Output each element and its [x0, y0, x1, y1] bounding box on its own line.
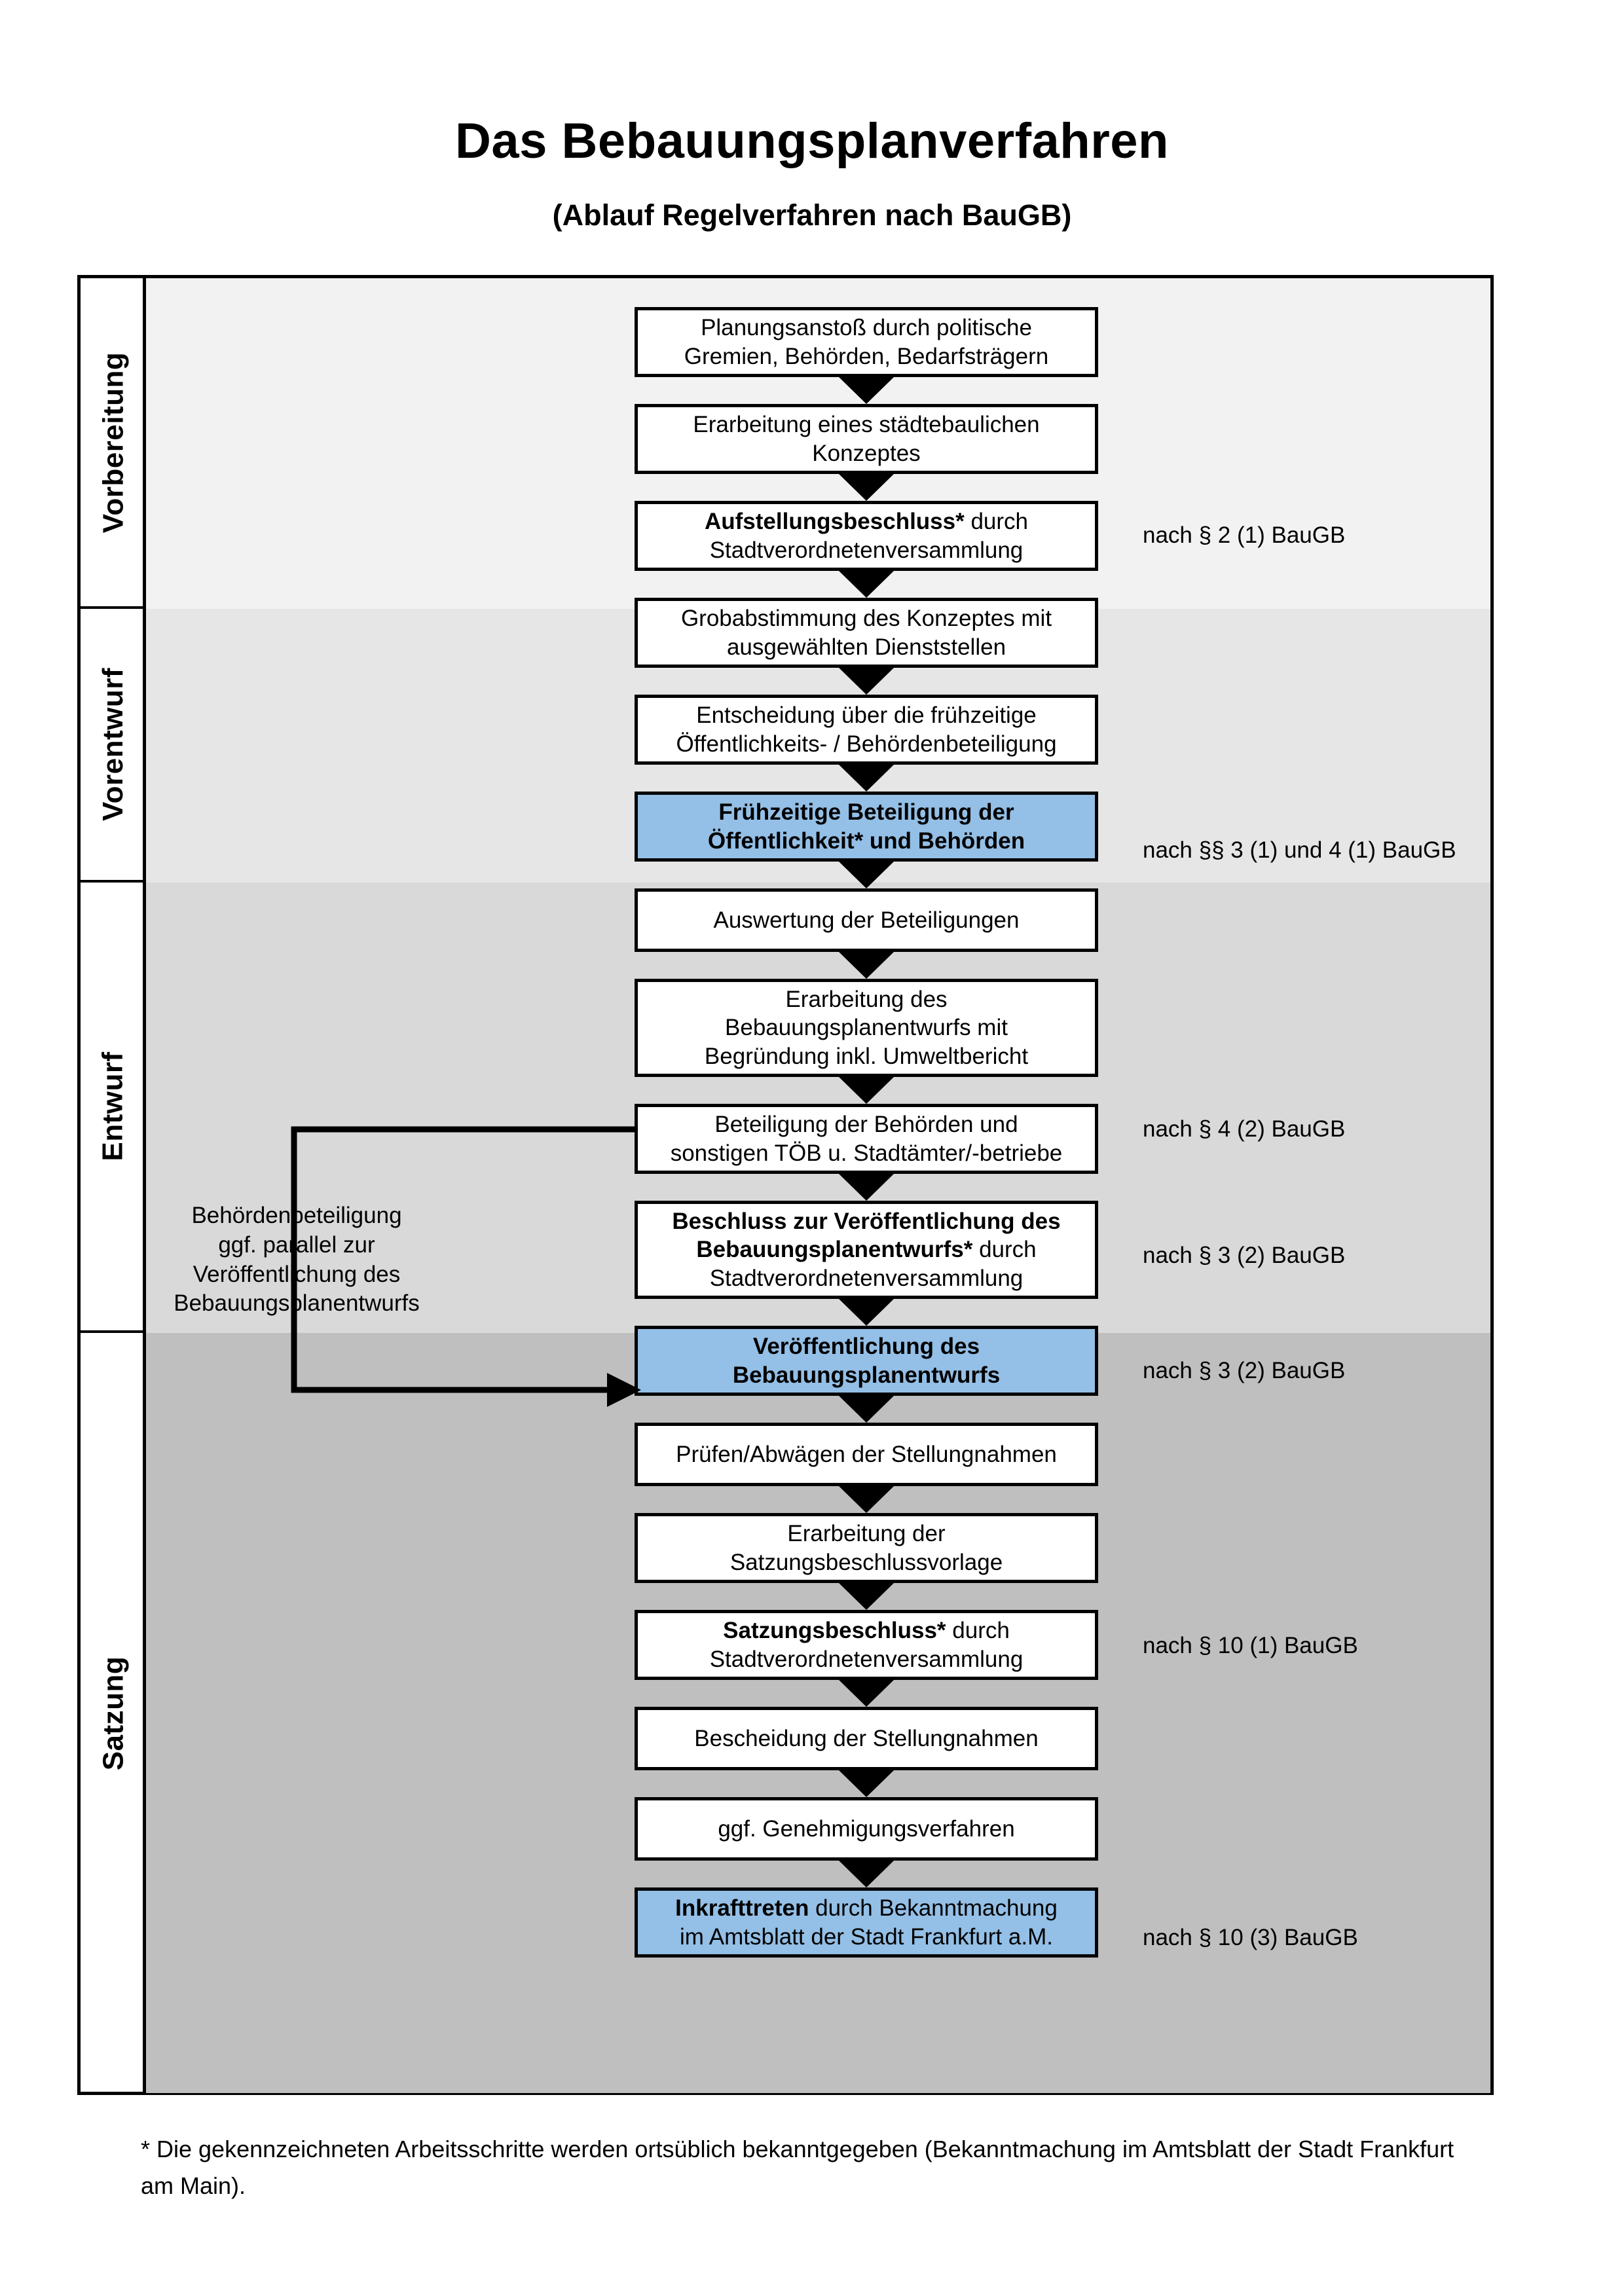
- page-header: Das Bebauungsplanverfahren (Ablauf Regel…: [0, 0, 1624, 230]
- step-line: Öffentlichkeit* und Behörden: [707, 828, 1025, 854]
- step-line: ggf. Genehmigungsverfahren: [718, 1815, 1015, 1842]
- step-line: im Amtsblatt der Stadt Frankfurt a.M.: [680, 1923, 1053, 1950]
- arrow-down-icon: [839, 1680, 894, 1707]
- step-line-rest: durch: [972, 1237, 1037, 1263]
- arrow-down-icon: [839, 1396, 894, 1423]
- legal-note-par4-2: nach § 4 (2) BauGB: [1143, 1116, 1346, 1142]
- phase-label-text: Vorentwurf: [97, 668, 129, 821]
- step-line: Erarbeitung des: [785, 987, 948, 1013]
- step-line: Stadtverordnetenversammlung: [709, 1265, 1024, 1291]
- phase-label-entwurf: Entwurf: [81, 883, 146, 1333]
- arrow-down-icon: [839, 1174, 894, 1201]
- parallel-process-connector: [291, 1126, 641, 1407]
- step-bescheidung: Bescheidung der Stellungnahmen: [635, 1707, 1098, 1770]
- page-subtitle: (Ablauf Regelverfahren nach BauGB): [552, 198, 1072, 232]
- step-bold-lead: Satzungsbeschluss*: [723, 1618, 946, 1644]
- step-line: Konzeptes: [812, 440, 921, 466]
- phase-label-vorbereitung: Vorbereitung: [81, 278, 146, 609]
- step-line: Grobabstimmung des Konzeptes mit: [680, 606, 1052, 632]
- legal-note-par3-2b: nach § 3 (2) BauGB: [1143, 1358, 1346, 1383]
- step-line: Gremien, Behörden, Bedarfsträgern: [684, 343, 1049, 369]
- footnote: * Die gekennzeichneten Arbeitsschritte w…: [141, 2136, 1454, 2199]
- step-bold-lead: Aufstellungsbeschluss*: [704, 509, 965, 535]
- arrow-down-icon: [839, 1583, 894, 1610]
- page-title: Das Bebauungsplanverfahren: [455, 113, 1169, 169]
- flowchart-frame: Vorbereitung Vorentwurf Entwurf Satzung …: [77, 275, 1494, 2095]
- phase-label-text: Satzung: [97, 1656, 130, 1770]
- step-line: Begründung inkl. Umweltbericht: [704, 1043, 1029, 1069]
- step-line: Stadtverordnetenversammlung: [709, 537, 1024, 563]
- step-line: Bebauungsplanentwurfs: [732, 1362, 1001, 1388]
- arrow-down-icon: [839, 1486, 894, 1513]
- arrow-down-icon: [839, 952, 894, 979]
- legal-note-par10-3: nach § 10 (3) BauGB: [1143, 1925, 1358, 1950]
- step-bold-lead: Inkrafttreten: [675, 1895, 809, 1922]
- step-line: Bescheidung der Stellungnahmen: [694, 1725, 1039, 1751]
- step-pruefen-abwaegen: Prüfen/Abwägen der Stellungnahmen: [635, 1423, 1098, 1486]
- legal-note-par2-1: nach § 2 (1) BauGB: [1143, 522, 1346, 548]
- phase-label-text: Vorbereitung: [97, 352, 129, 533]
- step-line: Planungsanstoß durch politische: [701, 315, 1032, 341]
- arrow-down-icon: [839, 1077, 894, 1104]
- step-line-rest: durch: [964, 509, 1029, 535]
- step-line: Veröffentlichung des: [752, 1334, 980, 1360]
- step-line: Erarbeitung eines städtebaulichen: [693, 412, 1040, 438]
- step-line: Entscheidung über die frühzeitige: [696, 702, 1037, 729]
- step-line: Stadtverordnetenversammlung: [709, 1646, 1024, 1672]
- step-line: sonstigen TÖB u. Stadtämter/-betriebe: [670, 1140, 1063, 1166]
- arrow-down-icon: [839, 862, 894, 888]
- arrow-down-icon: [839, 474, 894, 501]
- arrow-down-icon: [839, 668, 894, 695]
- step-line: Beteiligung der Behörden und: [714, 1112, 1018, 1138]
- step-line: Erarbeitung der: [787, 1521, 946, 1547]
- arrow-down-icon: [839, 1770, 894, 1797]
- step-line: Bebauungsplanentwurfs mit: [725, 1015, 1008, 1041]
- step-line: Auswertung der Beteiligungen: [713, 907, 1020, 933]
- phase-label-column: Vorbereitung Vorentwurf Entwurf Satzung: [81, 278, 146, 2092]
- arrow-down-icon: [839, 1299, 894, 1326]
- step-line-rest: durch: [946, 1618, 1010, 1644]
- step-line: Beschluss zur Veröffentlichung des: [672, 1209, 1061, 1235]
- step-line-rest: durch Bekanntmachung: [809, 1895, 1058, 1922]
- arrow-down-icon: [839, 765, 894, 792]
- step-line: ausgewählten Dienststellen: [726, 634, 1006, 660]
- phase-label-vorentwurf: Vorentwurf: [81, 609, 146, 883]
- phase-label-text: Entwurf: [97, 1051, 130, 1161]
- step-line: Frühzeitige Beteiligung der: [718, 799, 1014, 826]
- phase-label-satzung: Satzung: [81, 1333, 146, 2093]
- step-line: Satzungsbeschlussvorlage: [729, 1549, 1003, 1575]
- legal-note-par3-2a: nach § 3 (2) BauGB: [1143, 1243, 1346, 1268]
- arrow-down-icon: [839, 377, 894, 404]
- arrow-down-icon: [839, 1861, 894, 1887]
- legal-note-par10-1: nach § 10 (1) BauGB: [1143, 1633, 1358, 1658]
- step-line: Prüfen/Abwägen der Stellungnahmen: [676, 1441, 1057, 1467]
- arrow-down-icon: [839, 571, 894, 598]
- step-auswertung: Auswertung der Beteiligungen: [635, 888, 1098, 952]
- step-genehmigungsverfahren: ggf. Genehmigungsverfahren: [635, 1797, 1098, 1861]
- step-line: Öffentlichkeits- / Behördenbeteiligung: [676, 731, 1057, 757]
- legal-note-par3-4-1: nach §§ 3 (1) und 4 (1) BauGB: [1143, 837, 1456, 863]
